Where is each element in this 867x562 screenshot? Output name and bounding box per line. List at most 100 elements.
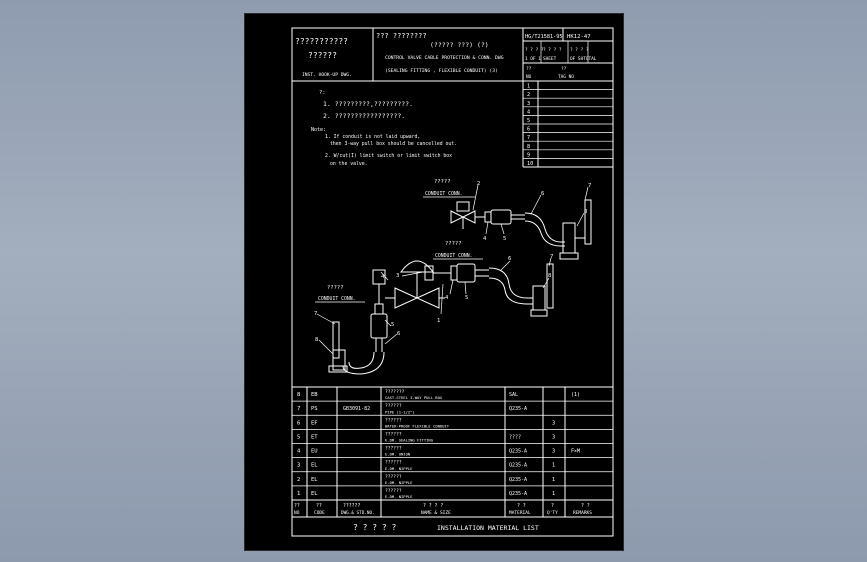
mid-title: ??? ???????? <box>376 32 427 40</box>
notes-en-1b: then 3-way pull box should be cancelled … <box>330 141 457 147</box>
sheet-value-3: OF SHTOTAL <box>570 56 597 62</box>
callout-8-left: 8 <box>315 337 318 343</box>
limit-switch-box-upper <box>456 201 470 212</box>
mat-cell-material: ???? <box>509 434 521 440</box>
item-callouts: 2 6 7 8 4 5 3 1 4 5 6 7 8 4 <box>314 181 591 355</box>
mat-cell-name-en: WATER-PROOF FLEXIBLE CONDUIT <box>385 423 450 428</box>
callout-1: 1 <box>437 318 440 324</box>
mat-cell-material: Q235-A <box>509 406 527 412</box>
callout-6-upper: 6 <box>541 191 544 197</box>
mat-hdr-cn-dwg: ?????? <box>343 503 360 509</box>
title-block: ??????????? ?????? INST. HOOK-UP DWG. ??… <box>292 28 613 82</box>
mat-cell-name-cn: ?????? <box>385 417 402 423</box>
conduit-label-mid: CONDUIT CONN. <box>435 253 473 259</box>
tag-row-number: 8 <box>527 144 530 150</box>
left-caption: INST. HOOK-UP DWG. <box>302 72 352 78</box>
tag-row-number: 3 <box>527 101 530 107</box>
callout-6-mid: 6 <box>508 256 511 262</box>
conduit-label-cn-left: ????? <box>327 285 344 291</box>
mid-subtitle: (????? ???) (?) <box>430 41 489 49</box>
mat-cell-name-cn: ?????? <box>385 460 402 466</box>
sheet-value-1: 1 OF 1 <box>525 56 541 62</box>
callout-4-upper: 4 <box>483 236 487 242</box>
mat-cell-remarks: (1) <box>571 392 580 398</box>
material-list-title: INSTALLATION MATERIAL LIST <box>437 524 539 532</box>
callout-3: 3 <box>396 273 399 279</box>
std-number: HG/T21581-95 <box>525 34 562 40</box>
mat-cell-code: EL <box>311 463 318 469</box>
mat-cell-code: EL <box>311 477 318 483</box>
callout-5-upper: 5 <box>503 236 506 242</box>
mat-cell-name-en: E.DM. UNION <box>385 452 411 457</box>
drawing-number: HK12-47 <box>567 34 591 40</box>
mat-hdr-name: NAME & SIZE <box>421 510 451 516</box>
tag-row-number: 2 <box>527 92 530 98</box>
mat-hdr-remarks: REMARKS <box>573 510 592 516</box>
mat-cell-code: PS <box>311 406 318 412</box>
tag-row-number: 9 <box>527 152 530 158</box>
mat-cell-qty: 1 <box>552 491 555 497</box>
mat-cell-name-en: PIPE (1-1/2") <box>385 409 415 414</box>
mat-cell-no: 8 <box>297 392 300 398</box>
tag-header-no: NO <box>526 74 532 80</box>
mat-cell-name-cn: ?????? <box>385 474 402 480</box>
tag-row-number: 6 <box>527 127 530 133</box>
main-valve-assembly <box>328 260 554 375</box>
material-list-title-cn: ? ? ? ? ? <box>353 523 397 532</box>
mat-cell-code: EF <box>311 420 318 426</box>
mat-cell-name-en: E.DM. NIPPLE <box>385 494 413 499</box>
sheet-header-2: ? ? ? ? <box>543 47 562 53</box>
mat-cell-no: 6 <box>297 420 300 426</box>
mat-cell-no: 4 <box>297 449 301 455</box>
mat-hdr-cn-no: ?? <box>294 503 300 509</box>
drawing-sheet: ??????????? ?????? INST. HOOK-UP DWG. ??… <box>244 13 624 551</box>
mat-cell-material: Q235-A <box>509 463 527 469</box>
mat-hdr-code: CODE <box>314 510 325 516</box>
callout-8-upper: 8 <box>584 209 587 215</box>
tag-row-number: 5 <box>527 118 530 124</box>
notes-en-heading: Note: <box>311 127 326 133</box>
notes-cn-heading: ?: <box>319 90 326 96</box>
mat-cell-name-cn: ?????? <box>385 431 402 437</box>
mat-hdr-cn-material: ? ? <box>517 503 526 509</box>
mat-cell-qty: 3 <box>552 420 555 426</box>
conduit-label-top: CONDUIT CONN. <box>425 191 463 197</box>
mat-hdr-cn-remarks: ? ? <box>581 503 590 509</box>
installation-diagram: ????? CONDUIT CONN. ????? CONDUIT CONN. … <box>314 179 592 375</box>
callout-7-upper: 7 <box>588 183 591 189</box>
upper-valve-assembly <box>450 199 592 260</box>
mat-hdr-dwg: DWG.& STD.NO. <box>341 510 375 516</box>
mat-hdr-cn-qty: ? <box>551 503 554 509</box>
mat-cell-name-cn: ??????? <box>385 389 405 395</box>
notes-en-2b: on the valve. <box>330 161 368 167</box>
mat-hdr-material: MATERIAL <box>509 510 531 516</box>
mat-hdr-no: NO <box>294 510 300 516</box>
mat-cell-code: ET <box>311 434 318 440</box>
mat-cell-name-en: E.DM. NIPPLE <box>385 466 413 471</box>
callout-8-mid: 8 <box>548 273 551 279</box>
callout-4-left: 4 <box>381 274 385 280</box>
left-title: ??????????? <box>295 37 348 46</box>
tag-row-number: 4 <box>527 109 530 115</box>
conduit-label-left: CONDUIT CONN. <box>318 296 356 302</box>
mat-hdr-cn-name: ? ? ? ? <box>423 503 443 509</box>
mat-cell-no: 7 <box>297 406 300 412</box>
mat-cell-no: 3 <box>297 463 300 469</box>
mat-cell-name-cn: ?????? <box>385 446 402 452</box>
material-list-table: ?? ?? ?????? ? ? ? ? ? ? ? ? ? NO CODE D… <box>292 386 613 532</box>
sheet-value-2: SHEET <box>543 56 557 62</box>
mat-cell-name-en: CAST-STEEL 3-WAY PULL BOX <box>385 395 443 400</box>
drawing-frame <box>291 27 614 537</box>
tag-row-number: 1 <box>527 84 530 90</box>
mat-cell-qty: 3 <box>552 434 555 440</box>
conduit-label-cn-top: ????? <box>434 179 451 185</box>
sheet-header-1: ? ? ? ? <box>525 47 544 53</box>
mat-cell-code: EL <box>311 491 318 497</box>
tag-row-number: 10 <box>527 161 533 167</box>
mat-cell-no: 2 <box>297 477 300 483</box>
callout-2-upper: 2 <box>477 181 480 187</box>
callout-6-left: 6 <box>397 331 400 337</box>
mat-cell-material: Q235-A <box>509 449 527 455</box>
mat-cell-qty: 1 <box>552 477 555 483</box>
